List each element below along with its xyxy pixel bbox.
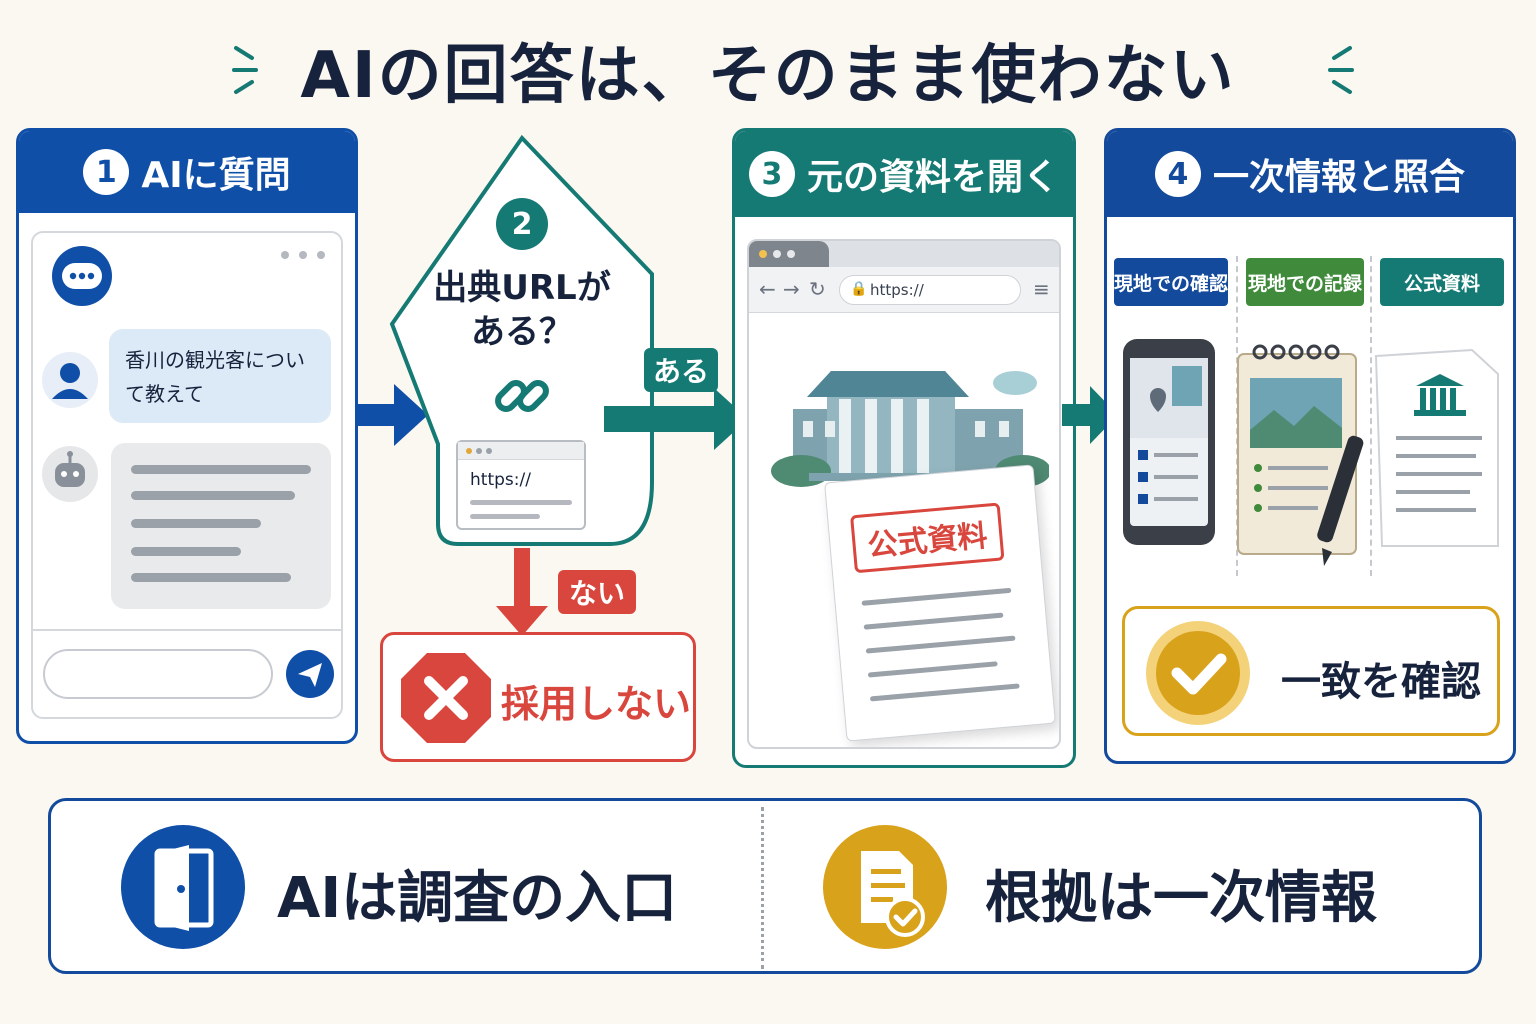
step4-label: 一次情報と照合 (1212, 157, 1465, 198)
window-dots (281, 251, 325, 259)
arrow-no (496, 548, 548, 636)
arrow-yes (604, 388, 748, 450)
phone-map-icon (1123, 339, 1215, 545)
lock-icon: 🔒 (850, 281, 868, 297)
pen-icon (1317, 435, 1364, 566)
arrow-1-2 (356, 384, 428, 446)
confirm-box: 一致を確認 (1122, 606, 1500, 736)
step3-panel: 3 元の資料を開く ← → ↻ 🔒 https:// ≡ (732, 128, 1076, 768)
robot-icon (42, 446, 98, 502)
back-icon[interactable]: ← (759, 277, 776, 301)
url-card-text: https:// (470, 470, 531, 490)
url-card: https:// (456, 440, 586, 530)
document-icon (1374, 348, 1499, 547)
source-3-header: 公式資料 (1380, 258, 1504, 306)
step1-header: 1 AIに質問 (19, 131, 355, 213)
step2-label-line1: 出典URLが (433, 268, 611, 308)
user-icon (42, 352, 98, 408)
footer-right-text: 根拠は一次情報 (985, 866, 1377, 931)
footer-left-text: AIは調査の入口 (277, 866, 678, 931)
step2-label: 出典URLが ある？ (400, 266, 644, 354)
reject-label: 採用しない (501, 682, 692, 726)
step2-number: 2 (496, 198, 548, 250)
address-text: https:// (870, 281, 924, 299)
sparkle-left-icon (232, 46, 258, 94)
step1-panel: 1 AIに質問 香川の観光客について教えて (16, 128, 358, 744)
page-title: AIの回答は、そのまま使わない (0, 24, 1536, 116)
notebook-icon (1237, 344, 1357, 555)
step4-number: 4 (1154, 151, 1201, 197)
step4-header: 4 一次情報と照合 (1107, 131, 1513, 217)
menu-icon[interactable]: ≡ (1033, 277, 1050, 301)
confirm-label: 一致を確認 (1281, 659, 1481, 705)
step1-label: AIに質問 (141, 155, 291, 196)
reject-box: 採用しない (380, 632, 696, 762)
browser-window: ← → ↻ 🔒 https:// ≡ 公式資料 (747, 239, 1061, 749)
document-stamp: 公式資料 (850, 502, 1005, 574)
step3-header: 3 元の資料を開く (735, 131, 1073, 217)
door-icon (121, 825, 245, 949)
title-text: AIの回答は、そのまま使わない (300, 39, 1236, 113)
branch-no-tag: ない (558, 570, 636, 614)
document-check-icon (823, 825, 947, 949)
chat-icon (52, 246, 112, 306)
step1-number: 1 (83, 149, 130, 195)
step3-number: 3 (748, 151, 795, 197)
chat-input[interactable] (43, 649, 273, 699)
address-bar[interactable]: 🔒 https:// (839, 275, 1021, 305)
send-icon[interactable] (285, 649, 335, 699)
reload-icon[interactable]: ↻ (809, 277, 826, 301)
branch-yes-tag: ある (644, 348, 718, 392)
footer-box: AIは調査の入口 根拠は一次情報 (48, 798, 1482, 974)
step3-label: 元の資料を開く (806, 157, 1059, 198)
sparkle-right-icon (1328, 46, 1354, 94)
link-icon (495, 380, 549, 412)
check-badge-icon (1146, 621, 1250, 725)
official-document: 公式資料 (824, 464, 1056, 742)
stop-x-icon (401, 653, 491, 743)
ai-response-bubble (111, 443, 331, 609)
chat-window: 香川の観光客について教えて (31, 231, 343, 719)
source-1-header: 現地での確認 (1114, 258, 1228, 306)
forward-icon[interactable]: → (783, 277, 800, 301)
step2-label-line2: ある？ (471, 312, 573, 352)
source-2-header: 現地での記録 (1246, 258, 1364, 306)
user-message: 香川の観光客について教えて (109, 329, 331, 423)
